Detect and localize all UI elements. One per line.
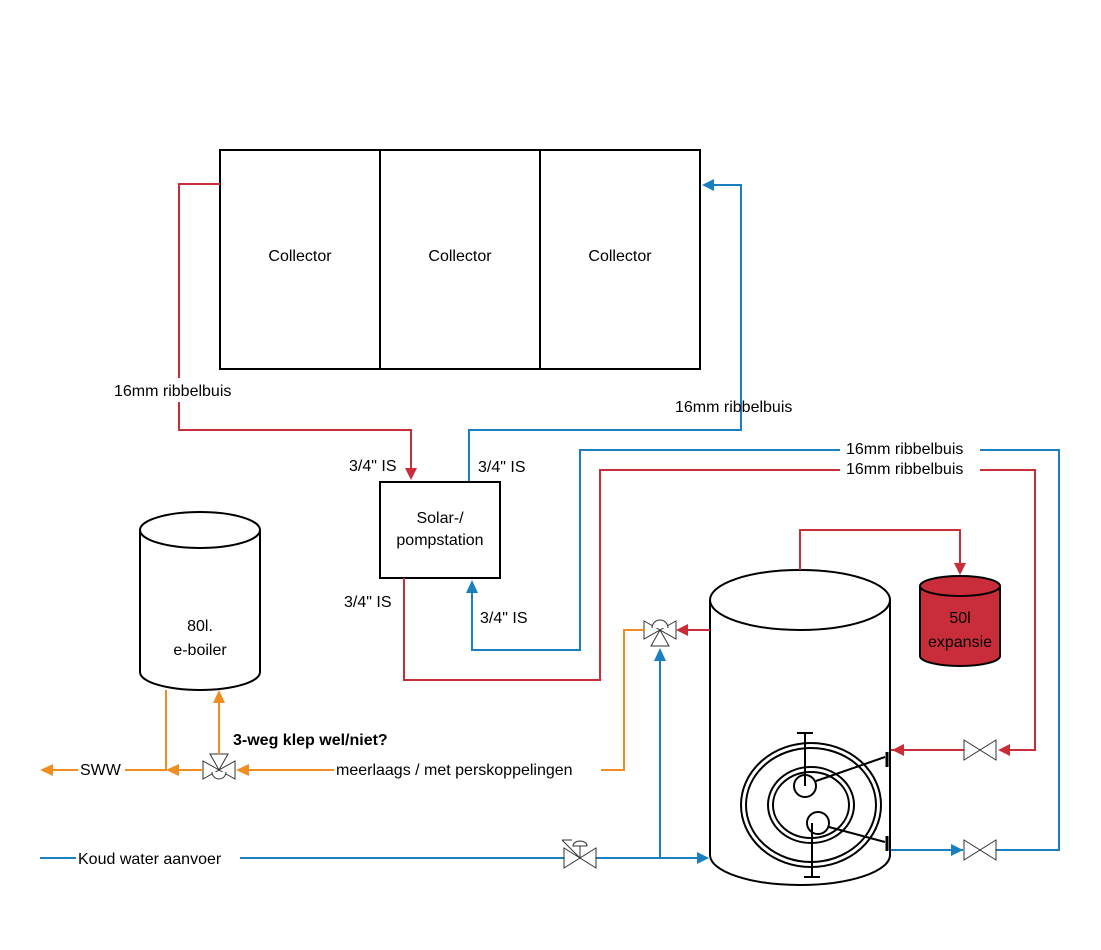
flow-arrow-down-icon — [405, 468, 417, 480]
collector-3-label: Collector — [588, 248, 652, 265]
collector-2[interactable] — [379, 149, 541, 370]
three-way-question-label: 3-weg klep wel/niet? — [233, 732, 388, 749]
cold-supply-label: Koud water aanvoer — [78, 851, 222, 868]
gate-valve-icon — [963, 739, 997, 761]
expansion-line1: 50l — [949, 610, 970, 627]
pipe-cold-supply: Koud water aanvoer — [40, 648, 709, 868]
three-way-valve[interactable]: 3-weg klep wel/niet? — [202, 732, 388, 780]
gate-valve-icon — [963, 839, 997, 861]
collector-in-label: 16mm ribbelbuis — [675, 399, 792, 416]
pipe-tank-to-expansion — [799, 529, 966, 575]
flow-arrow-right-icon — [697, 852, 709, 864]
tank-loop-hot-label: 16mm ribbelbuis — [846, 461, 963, 478]
pump-in-hot-label: 3/4" IS — [349, 458, 396, 475]
flow-arrow-left-icon — [702, 179, 714, 191]
flow-arrow-up-icon — [213, 690, 225, 703]
flow-arrow-left-icon — [892, 744, 904, 756]
collector-array: Collector Collector Collector — [219, 149, 701, 370]
e-boiler-line2: e-boiler — [173, 642, 227, 659]
heat-exchanger-coil-icon — [740, 732, 889, 878]
collector-out-label: 16mm ribbelbuis — [114, 383, 231, 400]
flow-arrow-left-icon — [40, 764, 53, 776]
pipe-pump-to-tank-hot: 3/4" IS 16mm ribbelbuis — [344, 461, 1036, 756]
pipe-tank-to-pump-cold: 16mm ribbelbuis 3/4" IS — [466, 441, 1060, 856]
pump-out-cold-label: 3/4" IS — [478, 459, 525, 476]
flow-arrow-down-icon — [954, 563, 966, 575]
e-boiler-line1: 80l. — [187, 618, 213, 635]
flow-arrow-left-icon — [166, 764, 179, 776]
pump-station-line1: Solar-/ — [416, 510, 464, 527]
pump-station[interactable]: Solar-/ pompstation — [379, 481, 501, 579]
flow-arrow-left-icon — [236, 764, 249, 776]
collector-3[interactable] — [539, 149, 701, 370]
gate-valve-cold[interactable] — [963, 839, 997, 861]
flow-arrow-up-icon — [466, 580, 478, 593]
sww-label: SWW — [80, 762, 122, 779]
pressure-reducing-valve[interactable] — [561, 839, 597, 869]
tank-loop-cold-label: 16mm ribbelbuis — [846, 441, 963, 458]
pump-station-line2: pompstation — [396, 532, 483, 549]
collector-2-label: Collector — [428, 248, 492, 265]
multilayer-label: meerlaags / met perskoppelingen — [336, 762, 573, 779]
flow-arrow-left-icon — [998, 744, 1010, 756]
thermostatic-mixing-valve[interactable] — [643, 619, 677, 647]
pipe-collector-to-pump: 16mm ribbelbuis 3/4" IS — [114, 183, 417, 480]
pump-in-cold-label: 3/4" IS — [480, 610, 527, 627]
flow-arrow-left-icon — [676, 624, 688, 636]
expansion-vessel[interactable]: 50l expansie — [919, 575, 1001, 667]
expansion-line2: expansie — [928, 634, 992, 651]
pipe-sww: SWW — [40, 690, 225, 779]
gate-valve-hot[interactable] — [890, 739, 997, 761]
pipe-tank-to-mixing-valve — [676, 624, 710, 636]
flow-arrow-right-icon — [951, 844, 963, 856]
pump-out-hot-label: 3/4" IS — [344, 594, 391, 611]
pipe-multilayer: meerlaags / met perskoppelingen — [236, 629, 644, 779]
collector-1[interactable] — [219, 149, 381, 370]
pipe-pump-to-collector: 16mm ribbelbuis 3/4" IS — [468, 179, 792, 482]
flow-arrow-up-icon — [654, 648, 666, 661]
storage-tank[interactable] — [709, 569, 891, 886]
e-boiler[interactable]: 80l. e-boiler — [139, 511, 261, 691]
collector-1-label: Collector — [268, 248, 332, 265]
